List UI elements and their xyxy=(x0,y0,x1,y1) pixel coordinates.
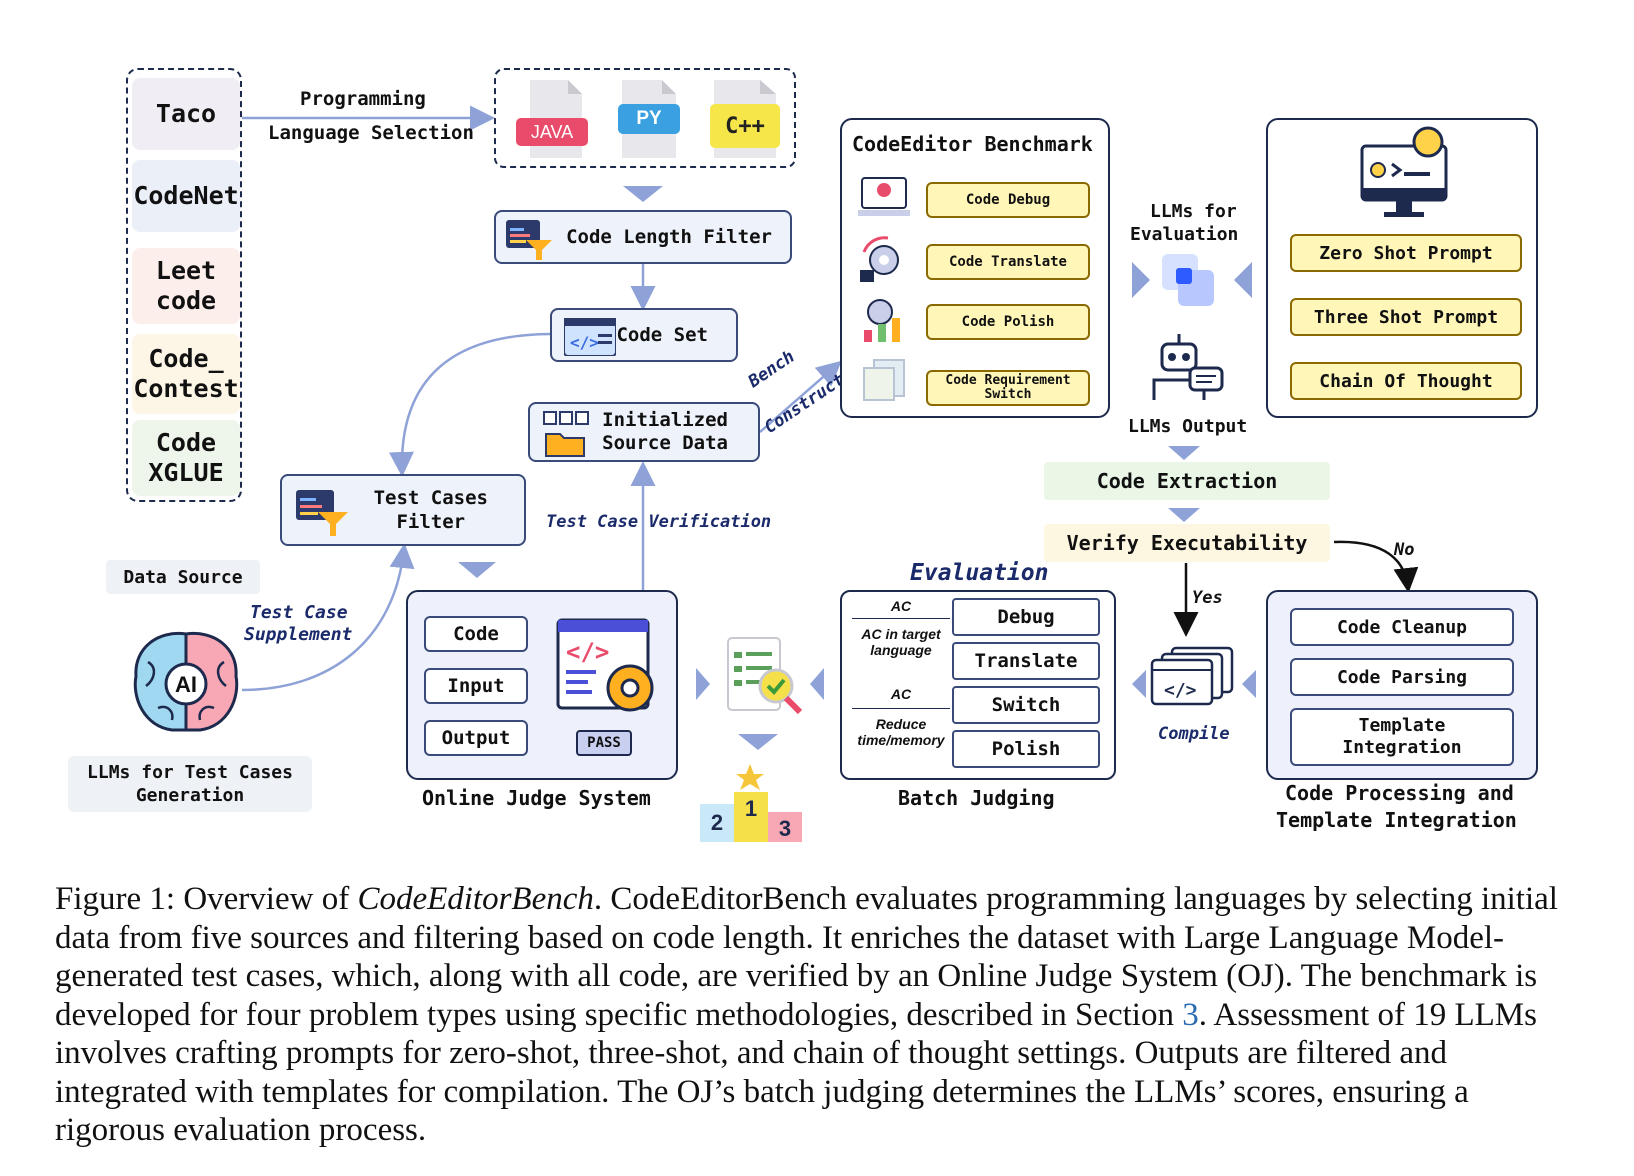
chevron-left-icon xyxy=(1132,670,1146,698)
java-file-icon: JAVA xyxy=(516,78,588,160)
oj-output: Output xyxy=(424,720,528,756)
arrow-ai-to-filter xyxy=(241,543,415,692)
chevron-down-icon xyxy=(1168,508,1200,522)
code-set: </> Code Set xyxy=(550,308,738,362)
source-codecontest: Code_Contest xyxy=(132,334,240,414)
svg-text:</>: </> xyxy=(570,333,599,352)
evaluation-title: Evaluation xyxy=(910,560,1049,586)
language-panel: JAVA PY C++ xyxy=(494,68,796,168)
chevron-left-icon xyxy=(1242,670,1256,698)
svg-text:</>: </> xyxy=(566,638,609,666)
source-codenet: CodeNet xyxy=(132,160,240,232)
chain-of-thought: Chain Of Thought xyxy=(1290,362,1522,400)
code-debug-item: Code Debug xyxy=(926,182,1090,218)
bug-laptop-icon xyxy=(858,176,910,220)
prog-selection-label-1: Programming xyxy=(300,88,426,110)
test-case-verification-label: Test Case Verification xyxy=(546,512,772,532)
checklist-search-icon xyxy=(720,636,804,720)
chevron-right-icon xyxy=(696,668,710,700)
llms-test-case-generation: LLMs for Test Cases Generation xyxy=(68,756,312,812)
chevron-down-icon xyxy=(1168,446,1200,460)
chevron-down-icon xyxy=(738,734,778,750)
llms-output-label: LLMs Output xyxy=(1128,416,1248,437)
compile-label: Compile xyxy=(1158,724,1230,744)
data-source-panel xyxy=(126,68,242,502)
prompt-panel: Zero Shot Prompt Three Shot Prompt Chain… xyxy=(1266,118,1538,418)
chevron-down-icon xyxy=(458,562,496,578)
switch-doc-icon xyxy=(858,358,910,402)
figure-caption: Figure 1: Overview of CodeEditorBench. C… xyxy=(55,881,1558,1148)
code-cleanup: Code Cleanup xyxy=(1290,608,1514,646)
filter-icon xyxy=(296,488,350,538)
filter-icon xyxy=(506,218,554,262)
cpp-file-icon: C++ xyxy=(710,78,780,160)
svg-text:</>: </> xyxy=(1164,680,1197,701)
arrow-bench-construct xyxy=(759,360,842,433)
online-judge-label: Online Judge System xyxy=(422,786,651,810)
code-length-filter: Code Length Filter xyxy=(494,210,792,264)
divider xyxy=(852,618,950,619)
monitor-idea-icon xyxy=(1356,126,1452,222)
chevron-left-icon xyxy=(1234,262,1252,298)
zero-shot-prompt: Zero Shot Prompt xyxy=(1290,234,1522,272)
benchmark-title: CodeEditor Benchmark xyxy=(852,132,1093,156)
eval-switch: Switch xyxy=(952,686,1100,724)
folder-data-icon xyxy=(540,410,592,458)
code-extraction: Code Extraction xyxy=(1044,462,1330,500)
test-case-supplement-label-2: Supplement xyxy=(244,624,353,645)
prog-selection-label-2: Language Selection xyxy=(268,122,474,144)
chevron-right-icon xyxy=(1132,262,1150,298)
divider xyxy=(852,708,950,709)
online-judge-panel: Code Input Output </> PASS xyxy=(406,590,678,780)
translate-gear-icon xyxy=(858,236,910,284)
code-gear-icon: </> xyxy=(556,618,660,712)
code-translate-item: Code Translate xyxy=(926,244,1090,280)
eval-translate: Translate xyxy=(952,642,1100,680)
oj-code: Code xyxy=(424,616,528,652)
llm-chip-icon xyxy=(1160,252,1216,308)
yes-label: Yes xyxy=(1192,588,1223,608)
ai-brain-icon: AI xyxy=(128,628,244,736)
llms-for-evaluation-label: LLMs for Evaluation xyxy=(1130,201,1239,245)
data-source-label: Data Source xyxy=(106,560,260,594)
three-shot-prompt: Three Shot Prompt xyxy=(1290,298,1522,336)
code-parsing: Code Parsing xyxy=(1290,658,1514,696)
no-label: No xyxy=(1394,540,1415,560)
benchmark-panel: CodeEditor Benchmark Code Debug Code Tra… xyxy=(840,118,1110,418)
source-taco: Taco xyxy=(132,78,240,150)
robot-chat-icon xyxy=(1150,330,1224,404)
podium-icon: 2 1 3 xyxy=(700,760,804,844)
pass-badge: PASS xyxy=(576,730,632,756)
python-file-icon: PY xyxy=(618,78,680,160)
eval-debug: Debug xyxy=(952,598,1100,636)
compile-windows-icon: </> xyxy=(1150,646,1236,708)
arrow-no xyxy=(1333,540,1419,593)
eval-polish: Polish xyxy=(952,730,1100,768)
chevron-left-icon xyxy=(810,668,824,700)
code-polish-item: Code Polish xyxy=(926,304,1090,340)
code-window-icon: </> xyxy=(563,317,617,357)
oj-input: Input xyxy=(424,668,528,704)
chevron-down-icon xyxy=(623,186,663,202)
polish-chart-icon xyxy=(858,296,910,344)
batch-judging-label: Batch Judging xyxy=(898,786,1055,810)
test-case-supplement-label-1: Test Case xyxy=(250,602,348,623)
verify-executability: Verify Executability xyxy=(1044,524,1330,562)
arrow-codeset-to-filter xyxy=(388,332,551,477)
